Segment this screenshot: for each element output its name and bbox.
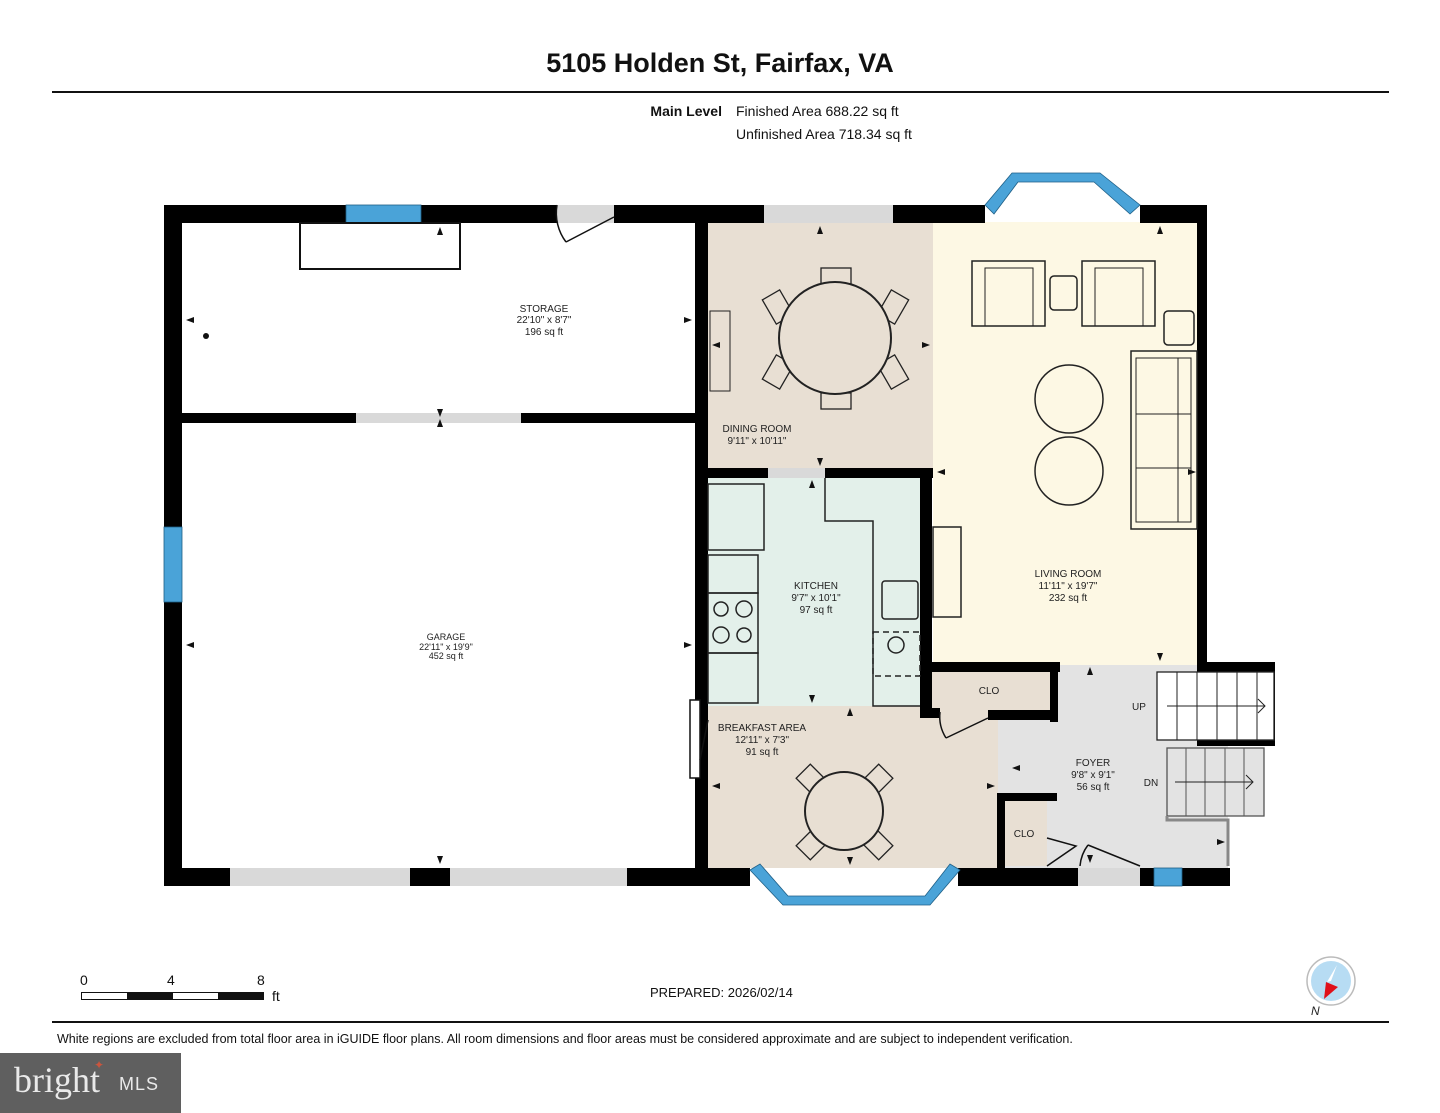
living-room-furniture (932, 260, 1198, 618)
foyer-window (1153, 867, 1183, 887)
closet-1-floor (930, 670, 1052, 710)
stairs-up[interactable] (1156, 671, 1275, 741)
garage-area: 452 sq ft (429, 651, 464, 661)
storage-dims: 22'10" x 8'7" (517, 315, 572, 326)
kitchen-area: 97 sq ft (800, 605, 833, 616)
scale-tick-8: 8 (257, 972, 265, 988)
storage-shelf (299, 222, 461, 270)
finished-area: Finished Area 688.22 sq ft (736, 103, 899, 119)
dining-table-set (709, 267, 910, 410)
breakfast-dims: 12'11" x 7'3" (735, 735, 790, 746)
scale-bar-graphic (81, 992, 264, 1000)
storage-name: STORAGE (520, 304, 569, 315)
door-swings (555, 204, 1141, 867)
property-title: 5105 Holden St, Fairfax, VA (546, 48, 894, 78)
dining-name: DINING ROOM (723, 424, 792, 435)
logo-spark-icon: ✦ (94, 1058, 105, 1072)
kitchen-name: KITCHEN (794, 581, 838, 592)
storage-window (345, 204, 422, 224)
compass-label: N (1311, 1004, 1320, 1018)
level-label: Main Level (650, 103, 722, 119)
walls (164, 205, 1275, 886)
kitchen-cabinets (707, 478, 921, 707)
closet-2-floor (1005, 800, 1047, 866)
storage-post (203, 333, 209, 339)
windows (163, 172, 1183, 906)
header-divider (52, 91, 1389, 93)
openings (230, 205, 1140, 886)
logo-wordmark: bright (14, 1060, 100, 1100)
garage-dims: 22'11" x 19'9" (419, 642, 473, 652)
closet-1-label: CLO (979, 686, 1000, 697)
kitchen-floor (708, 478, 920, 706)
breakfast-bay-window (749, 863, 961, 906)
storage-area: 196 sq ft (525, 327, 564, 338)
disclaimer-text: White regions are excluded from total fl… (57, 1032, 1073, 1046)
foyer-area: 56 sq ft (1077, 782, 1110, 793)
living-bay-window (984, 172, 1141, 215)
stairs-down-label: DN (1144, 778, 1158, 789)
dining-dims: 9'11" x 10'11" (728, 436, 787, 447)
foyer-name: FOYER (1076, 758, 1110, 769)
breakfast-name: BREAKFAST AREA (718, 723, 807, 734)
garage-window (163, 526, 183, 603)
stairs-down[interactable] (1165, 747, 1265, 866)
foyer-dims: 9'8" x 9'1" (1071, 770, 1115, 781)
logo-suffix: MLS (119, 1074, 160, 1094)
living-area: 232 sq ft (1049, 593, 1088, 604)
footer-divider (52, 1021, 1389, 1023)
scale-tick-4: 4 (167, 972, 175, 988)
scale-tick-0: 0 (80, 972, 88, 988)
breakfast-table-set (795, 763, 894, 861)
stairs-up-label: UP (1132, 702, 1146, 713)
measurement-markers (186, 226, 1225, 865)
breakfast-area: 91 sq ft (746, 747, 779, 758)
living-name: LIVING ROOM (1035, 569, 1102, 580)
prepared-date: PREPARED: 2026/02/14 (650, 985, 793, 1000)
closet-2-label: CLO (1014, 829, 1035, 840)
scale-unit: ft (272, 988, 280, 1004)
bright-mls-logo: bright ✦ MLS (0, 1053, 181, 1113)
unfinished-area: Unfinished Area 718.34 sq ft (736, 126, 912, 142)
garage-name: GARAGE (427, 632, 466, 642)
north-compass-icon: N (1306, 956, 1356, 1018)
living-dims: 11'11" x 19'7" (1039, 581, 1098, 592)
living-room-floor (933, 222, 1198, 665)
kitchen-dims: 9'7" x 10'1" (791, 593, 841, 604)
